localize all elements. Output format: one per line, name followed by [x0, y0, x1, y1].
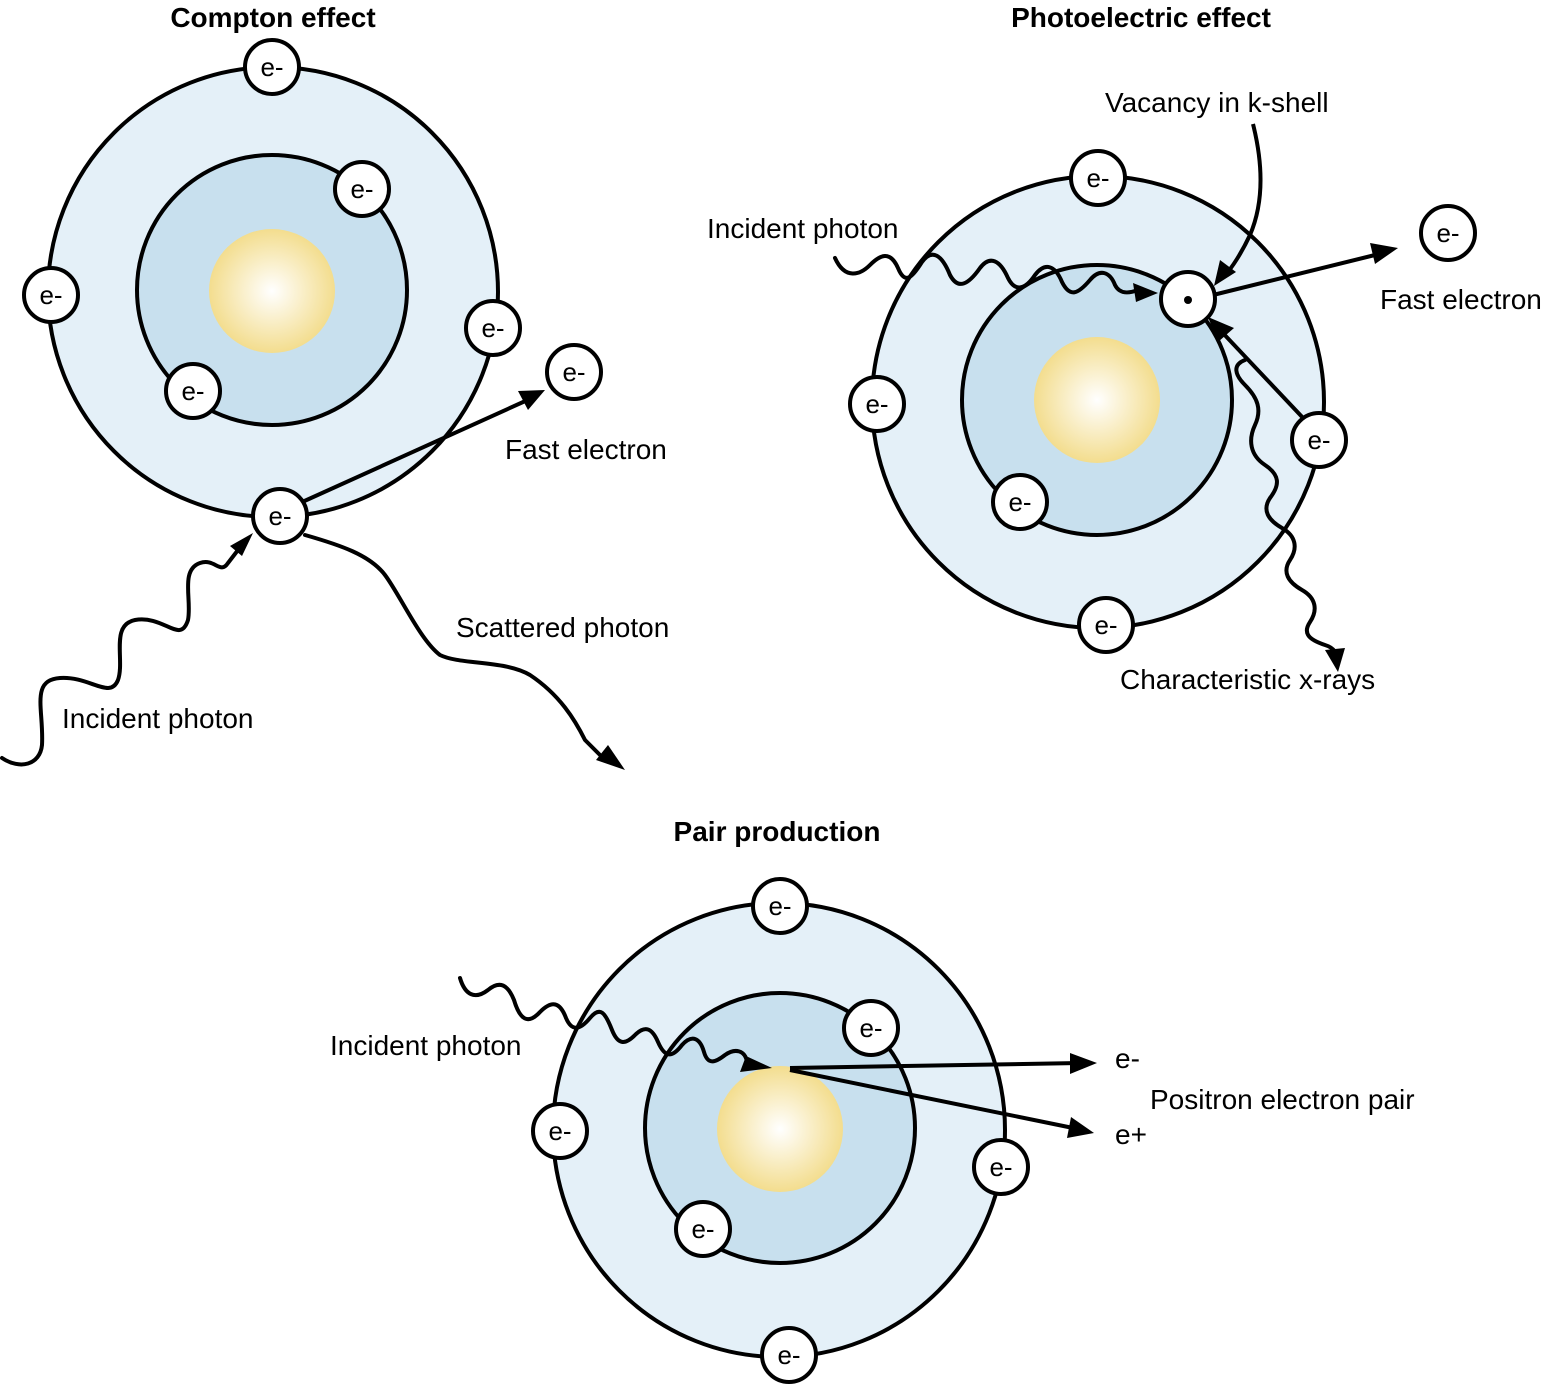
characteristic-xray-label: Characteristic x-rays — [1120, 664, 1375, 695]
pair-production-panel: Pair production e- e- e- e- e- e- Incide… — [330, 816, 1415, 1384]
pair-positron-arrowhead — [1067, 1117, 1094, 1138]
compton-electron: e- — [164, 362, 222, 420]
vacancy-label: Vacancy in k-shell — [1105, 87, 1329, 118]
pair-incident-photon-label: Incident photon — [330, 1030, 522, 1061]
svg-text:e-: e- — [1008, 487, 1031, 517]
photoelectric-fast-electron-path — [1212, 251, 1384, 297]
photoelectric-electron: e- — [1290, 411, 1348, 469]
svg-text:e-: e- — [260, 52, 283, 82]
svg-text:e-: e- — [481, 313, 504, 343]
svg-text:e-: e- — [562, 357, 585, 387]
photoelectric-incident-arrowhead — [1133, 283, 1158, 302]
pair-electron-arrowhead — [1070, 1053, 1097, 1074]
pair-electron: e- — [674, 1200, 732, 1258]
svg-text:e-: e- — [39, 280, 62, 310]
compton-scattered-arrowhead — [596, 745, 625, 770]
compton-nucleus — [209, 229, 335, 353]
compton-fast-electron-arrowhead — [518, 390, 545, 410]
svg-text:e-: e- — [691, 1214, 714, 1244]
compton-title: Compton effect — [170, 2, 375, 33]
svg-text:e-: e- — [548, 1116, 571, 1146]
pair-electron-path — [789, 1061, 1081, 1070]
compton-target-electron: e- — [251, 487, 309, 545]
positron-electron-pair-label: Positron electron pair — [1150, 1084, 1415, 1115]
photoelectric-electron: e- — [1069, 149, 1127, 207]
pair-positron-path — [789, 1068, 1079, 1131]
k-shell-vacancy — [1159, 270, 1217, 328]
svg-text:e-: e- — [1307, 425, 1330, 455]
compton-fast-electron-label: Fast electron — [505, 434, 667, 465]
photoelectric-electron: e- — [991, 473, 1049, 531]
characteristic-xray-wave — [1234, 358, 1340, 662]
svg-text:e-: e- — [989, 1152, 1012, 1182]
compton-incident-photon-label: Incident photon — [62, 703, 254, 734]
svg-text:e-: e- — [181, 376, 204, 406]
photoelectric-fast-electron-label: Fast electron — [1380, 284, 1542, 315]
photoelectric-electron: e- — [1077, 596, 1135, 654]
pair-nucleus — [717, 1066, 843, 1192]
photoelectric-fast-electron-arrowhead — [1370, 243, 1398, 264]
compton-electron: e- — [464, 299, 522, 357]
photoelectric-electron: e- — [848, 375, 906, 433]
photoelectric-incident-photon-wave — [833, 252, 1140, 295]
photoelectric-title: Photoelectric effect — [1011, 2, 1271, 33]
svg-text:e-: e- — [859, 1013, 882, 1043]
svg-text:e-: e- — [768, 891, 791, 921]
pair-production-title: Pair production — [674, 816, 881, 847]
pair-electron: e- — [751, 877, 809, 935]
svg-text:e-: e- — [1086, 163, 1109, 193]
pair-electron: e- — [842, 999, 900, 1057]
pair-incident-photon-wave — [458, 976, 749, 1064]
compton-electron: e- — [22, 266, 80, 324]
photoelectric-incident-photon-label: Incident photon — [707, 213, 899, 244]
electron-transition-arrowhead — [1208, 317, 1234, 342]
pair-incident-arrowhead — [740, 1056, 772, 1072]
compton-electron: e- — [243, 38, 301, 96]
photoelectric-fast-electron: e- — [1419, 204, 1477, 262]
pair-electron: e- — [972, 1138, 1030, 1196]
compton-electron: e- — [333, 160, 391, 218]
photoelectric-panel: Photoelectric effect e- e- e- e- e- e- V… — [707, 2, 1542, 695]
compton-fast-electron: e- — [545, 343, 603, 401]
svg-text:e-: e- — [777, 1340, 800, 1370]
compton-incident-arrowhead — [230, 533, 253, 556]
compton-fast-electron-path — [299, 396, 533, 505]
svg-text:e-: e- — [865, 389, 888, 419]
pair-positron-label: e+ — [1115, 1119, 1147, 1150]
pair-electron: e- — [760, 1326, 818, 1384]
svg-text:e-: e- — [268, 501, 291, 531]
compton-scattered-photon-path — [303, 533, 602, 757]
svg-text:e-: e- — [1436, 218, 1459, 248]
electron-transition-path — [1218, 328, 1307, 422]
compton-scattered-photon-label: Scattered photon — [456, 612, 669, 643]
svg-text:e-: e- — [350, 174, 373, 204]
characteristic-xray-arrowhead — [1325, 648, 1345, 672]
vacancy-pointer-path — [1223, 123, 1263, 277]
pair-electron: e- — [531, 1102, 589, 1160]
svg-text:e-: e- — [1094, 610, 1117, 640]
compton-incident-photon-wave — [0, 548, 240, 767]
compton-panel: Compton effect e- e- e- e- e- e- e- Fast… — [0, 2, 669, 770]
photoelectric-nucleus — [1034, 337, 1160, 463]
vacancy-pointer-arrowhead — [1214, 260, 1236, 286]
pair-electron-label: e- — [1115, 1043, 1140, 1074]
